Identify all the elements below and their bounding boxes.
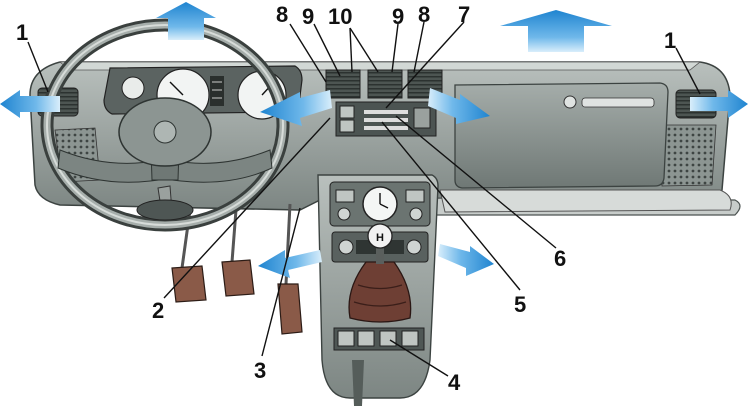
airflow-arrow-up-right (500, 10, 612, 52)
airflow-arrow-right-side (690, 90, 748, 118)
airflow-arrow-center-left (260, 90, 332, 126)
passenger-shelf (439, 189, 732, 213)
callout-labels: 1 1 2 3 4 5 6 7 8 8 9 9 10 (16, 2, 676, 395)
brake-pedal (221, 209, 255, 297)
callout-8-left: 8 (276, 2, 288, 27)
callout-8-right: 8 (418, 2, 430, 27)
callout-9-left: 9 (302, 4, 314, 29)
gear-shift-icon: H (348, 223, 412, 323)
callout-2: 2 (152, 298, 164, 323)
callout-4: 4 (448, 370, 461, 395)
leader-lines (27, 21, 701, 377)
callout-9-right: 9 (392, 4, 404, 29)
airflow-arrow-floor-right (438, 244, 494, 276)
callout-5: 5 (514, 292, 526, 317)
airflow-arrow-center-right (428, 88, 490, 124)
heater-control-panel (335, 101, 437, 137)
callout-1-left: 1 (16, 20, 28, 45)
steering-wheel-icon (40, 18, 290, 232)
svg-text:H: H (376, 232, 384, 244)
callout-1-right: 1 (664, 28, 676, 53)
airflow-arrow-left-side (0, 90, 60, 118)
callout-10: 10 (328, 4, 352, 29)
airflow-arrow-up-left (156, 2, 216, 40)
glove-box (454, 82, 669, 189)
callout-3: 3 (254, 358, 266, 383)
center-air-vents (325, 69, 443, 99)
airflow-arrow-floor-left (258, 250, 322, 278)
right-speaker-grille (659, 124, 717, 187)
callout-6: 6 (554, 246, 566, 271)
callout-7: 7 (458, 2, 470, 27)
console-tail (352, 360, 364, 406)
